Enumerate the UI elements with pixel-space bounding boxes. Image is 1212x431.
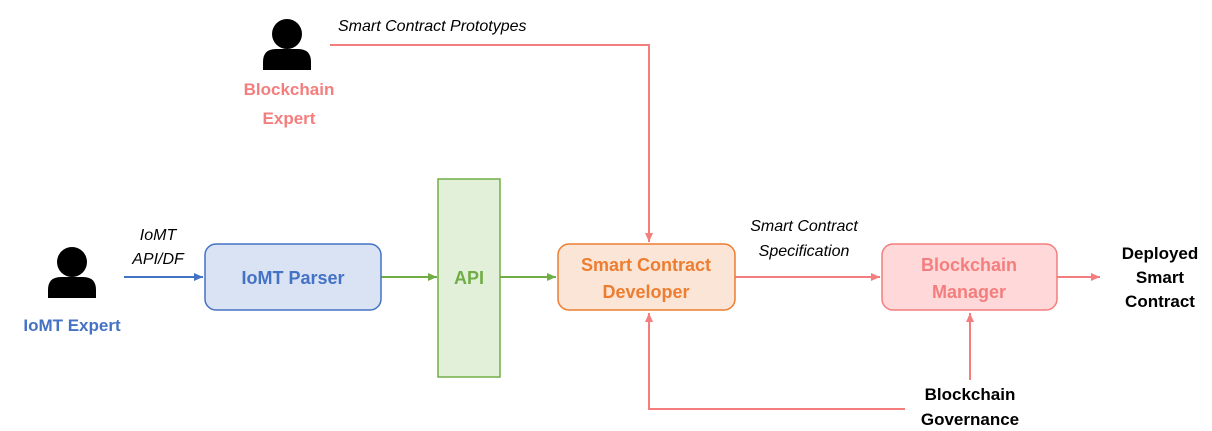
api-label: API (454, 268, 484, 288)
smart-contract-prototypes-label: Smart Contract Prototypes (338, 18, 527, 35)
blockchain-expert-person-icon (263, 19, 311, 70)
blockchain-governance-line1: Blockchain (925, 385, 1016, 404)
blockchain-manager-label-line2: Manager (932, 282, 1006, 302)
blockchain-manager-label-line1: Blockchain (921, 255, 1017, 275)
iomt-parser-label: IoMT Parser (241, 268, 344, 288)
blockchain-governance-line2: Governance (921, 410, 1019, 429)
deployed-smart-contract-line3: Contract (1125, 292, 1195, 311)
deployed-smart-contract-line1: Deployed (1122, 244, 1199, 263)
edge-governance-to-developer (645, 313, 905, 410)
api-box: API (437, 178, 501, 378)
deployed-smart-contract-line2: Smart (1136, 268, 1185, 287)
blockchain-expert-label-line2: Expert (263, 109, 316, 128)
iomt-parser-box: IoMT Parser (204, 243, 382, 311)
blockchain-manager-box: Blockchain Manager (881, 243, 1058, 311)
smart-contract-specification-label-line1: Smart Contract (750, 218, 858, 235)
iomt-api-df-label-line2: API/DF (131, 251, 185, 268)
iomt-expert-person-icon (48, 247, 96, 298)
edge-prototypes-to-developer (330, 44, 653, 242)
smart-contract-developer-label-line2: Developer (602, 282, 689, 302)
smart-contract-developer-label-line1: Smart Contract (581, 255, 711, 275)
smart-contract-specification-label-line2: Specification (759, 243, 850, 260)
iomt-api-df-label-line1: IoMT (140, 227, 178, 244)
smart-contract-developer-box: Smart Contract Developer (557, 243, 736, 311)
blockchain-expert-label-line1: Blockchain (244, 80, 335, 99)
iomt-expert-label: IoMT Expert (23, 316, 121, 335)
